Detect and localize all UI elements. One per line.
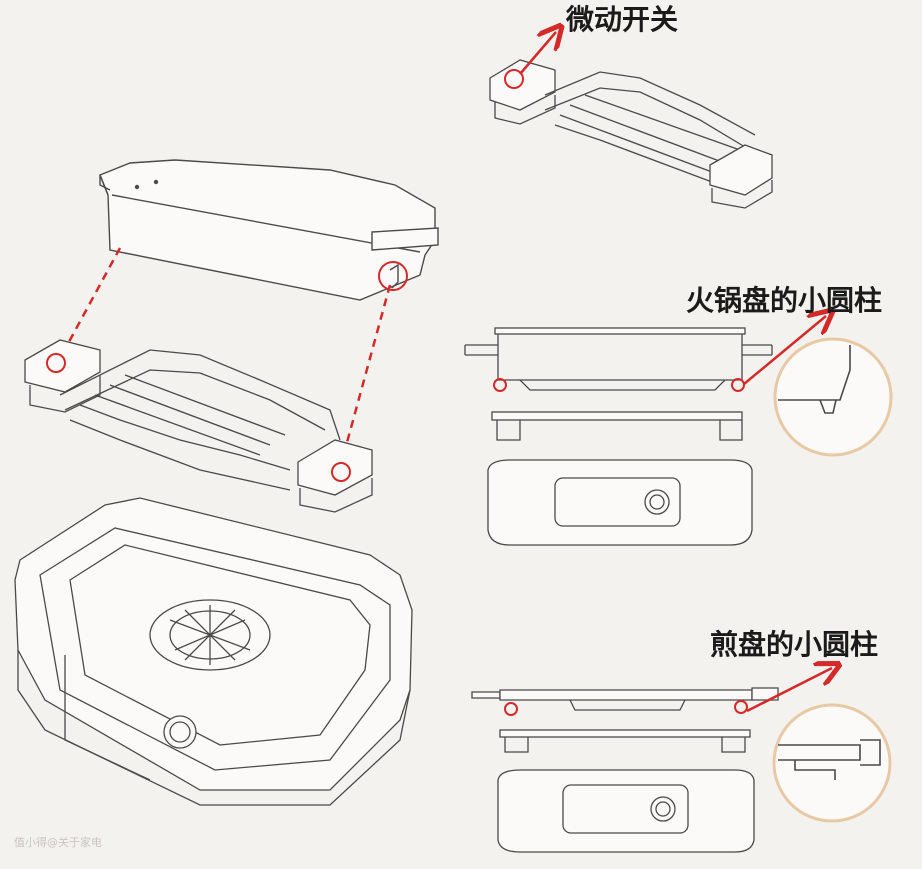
hotpot-side-view	[464, 327, 773, 546]
griddle-side-view	[471, 687, 779, 853]
griddle-pillar-magnifier	[772, 703, 892, 823]
griddle-pillar-arrow	[746, 668, 832, 713]
micro-switch-highlight-detail	[504, 69, 524, 89]
micro-switch-highlight-left	[46, 353, 66, 373]
label-hotpot-pillar: 火锅盘的小圆柱	[686, 284, 883, 317]
base-unit	[14, 497, 413, 806]
hotpot-pillar-arrow	[743, 316, 826, 385]
pot-pillar-highlight	[378, 261, 408, 291]
hotpot-pillar-magnifier	[773, 337, 893, 457]
dashed-guide-right	[338, 284, 392, 469]
heating-element	[24, 339, 373, 513]
griddle-pillar-highlight-right	[734, 700, 748, 714]
label-griddle-pillar: 煎盘的小圆柱	[710, 628, 879, 661]
hotpot-pillar-highlight-right	[731, 378, 745, 392]
watermark: 值小得@关于家电	[14, 836, 102, 849]
griddle-pillar-highlight-left	[504, 702, 518, 716]
micro-switch-arrow	[519, 32, 556, 75]
heating-element-detail	[489, 59, 773, 209]
label-micro-switch: 微动开关	[566, 3, 679, 36]
micro-switch-highlight-right	[331, 462, 351, 482]
dashed-guide-left	[56, 247, 122, 363]
hotpot-pan	[99, 159, 439, 301]
hotpot-pillar-highlight-left	[493, 378, 507, 392]
